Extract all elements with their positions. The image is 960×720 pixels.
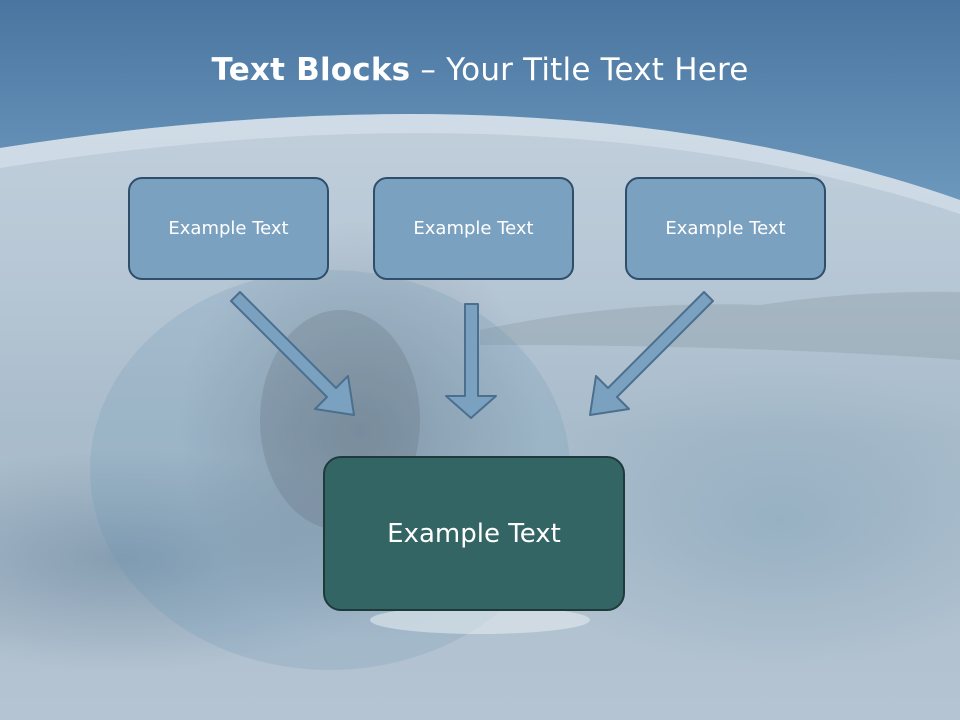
title-rest: – Your Title Text Here [410,52,749,88]
text-block-1-label: Example Text [168,218,289,239]
arrow-down-icon [445,303,497,419]
text-block-2[interactable]: Example Text [373,177,574,280]
arrow-down-left-icon [589,291,714,416]
text-block-1[interactable]: Example Text [128,177,329,280]
title-bold: Text Blocks [211,52,411,88]
arrow-down-right-icon [230,291,355,416]
horizon-hills [480,291,960,360]
text-block-2-label: Example Text [413,218,534,239]
center-text-box[interactable]: Example Text [323,456,625,611]
text-block-3-label: Example Text [665,218,786,239]
surfboard [370,606,590,634]
header-band [0,0,960,200]
header-highlight [0,114,960,214]
slide-title: Text Blocks – Your Title Text Here [0,52,960,88]
center-text-label: Example Text [387,518,561,549]
text-block-3[interactable]: Example Text [625,177,826,280]
